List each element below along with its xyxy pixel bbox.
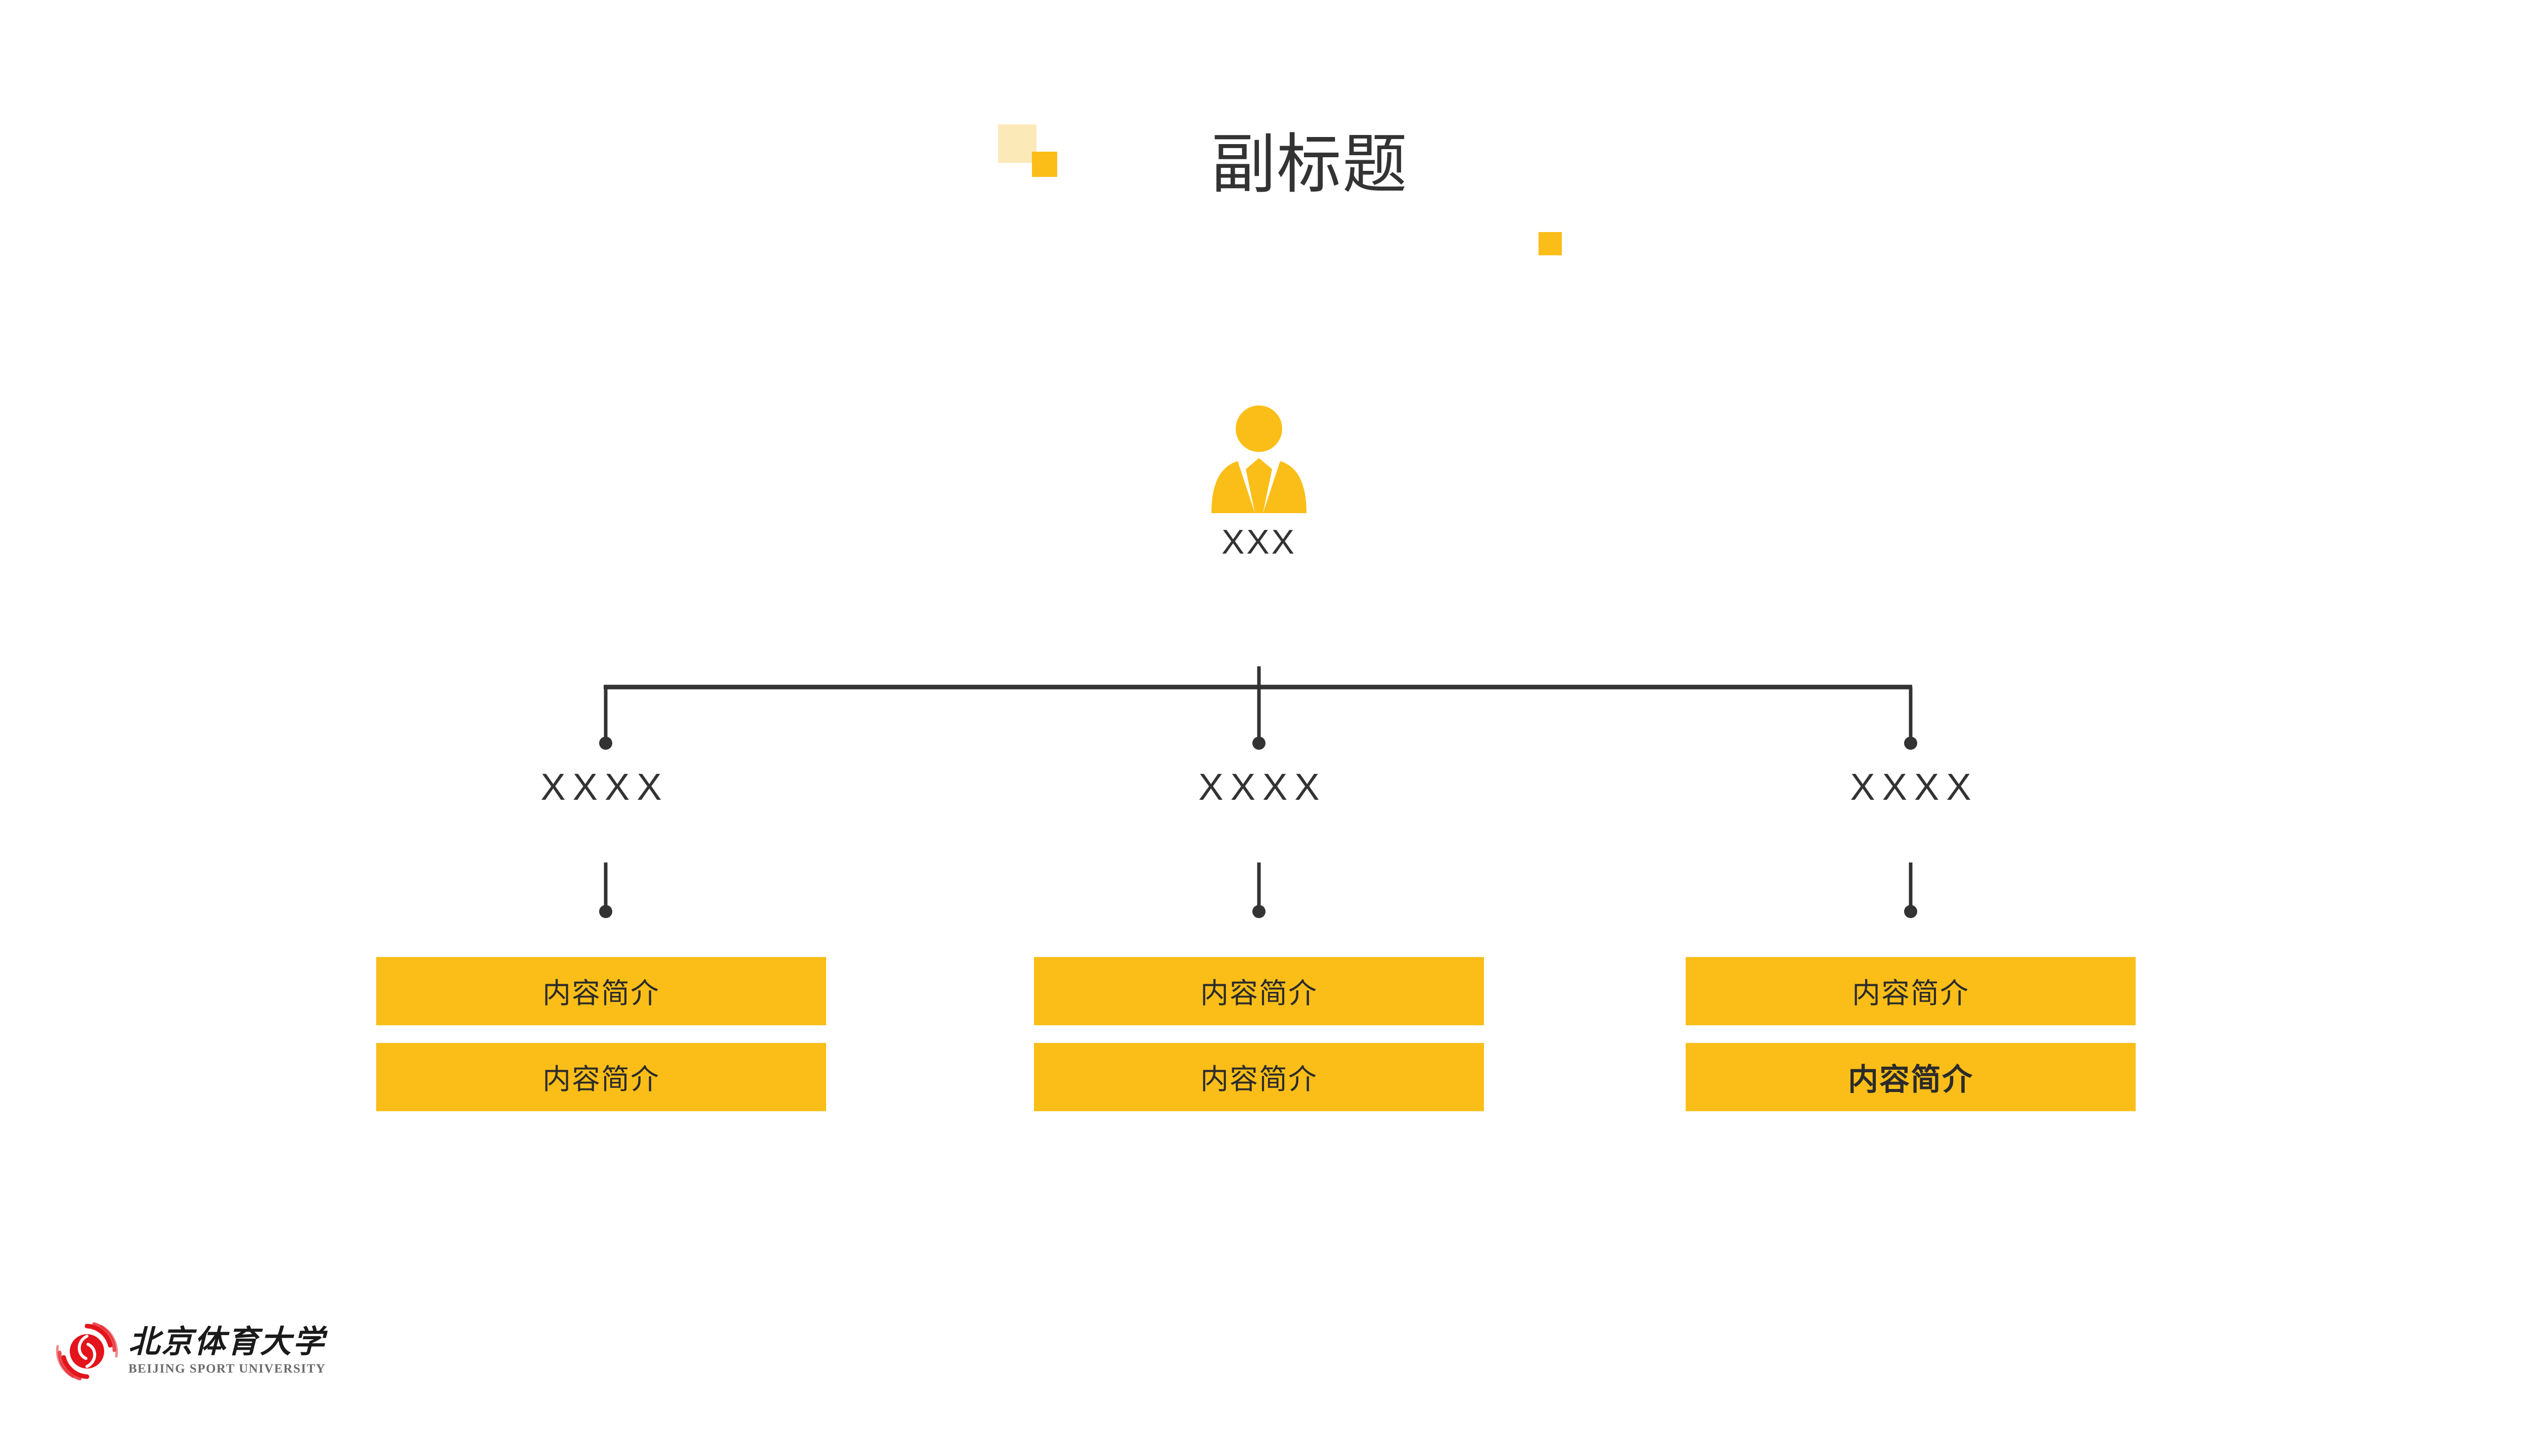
light-yellow-square-icon (998, 124, 1036, 163)
org-branch-column-2: XXXX 内容简介 内容简介 (1034, 768, 1484, 1111)
logo-name-en: BEIJING SPORT UNIVERSITY (128, 1362, 326, 1376)
branch-label-3: XXXX (1850, 766, 1978, 808)
content-box[interactable]: 内容简介 (1686, 1043, 2136, 1111)
businessperson-icon (1211, 405, 1306, 513)
page-title: 副标题 (1210, 128, 1408, 201)
gold-square-small-icon (1032, 152, 1057, 177)
org-branch-column-1: XXXX 内容简介 内容简介 (376, 768, 826, 1111)
content-box[interactable]: 内容简介 (1034, 1043, 1484, 1111)
content-box[interactable]: 内容简介 (376, 957, 826, 1025)
content-box[interactable]: 内容简介 (1686, 957, 2136, 1025)
logo-text-block: 北京体育大学 BEIJING SPORT UNIVERSITY (128, 1327, 326, 1376)
org-root-node: XXX (1158, 404, 1360, 562)
content-box[interactable]: 内容简介 (376, 1043, 826, 1111)
branch-box-list-3: 内容简介 内容简介 (1686, 957, 2136, 1111)
branch-box-list-1: 内容简介 内容简介 (376, 957, 826, 1111)
branch-label-1: XXXX (540, 766, 669, 808)
gold-square-accent-icon (1539, 232, 1562, 255)
branch-label-2: XXXX (1198, 766, 1327, 808)
logo-name-cn: 北京体育大学 (128, 1325, 326, 1359)
branch-box-list-2: 内容简介 内容简介 (1034, 957, 1484, 1111)
university-logo: 北京体育大学 BEIJING SPORT UNIVERSITY (55, 1308, 325, 1394)
org-branch-column-3: XXXX 内容简介 内容简介 (1686, 768, 2136, 1111)
content-box[interactable]: 内容简介 (1034, 957, 1484, 1025)
red-spiral-emblem-icon (56, 1322, 118, 1381)
org-root-label: XXX (1221, 523, 1297, 561)
